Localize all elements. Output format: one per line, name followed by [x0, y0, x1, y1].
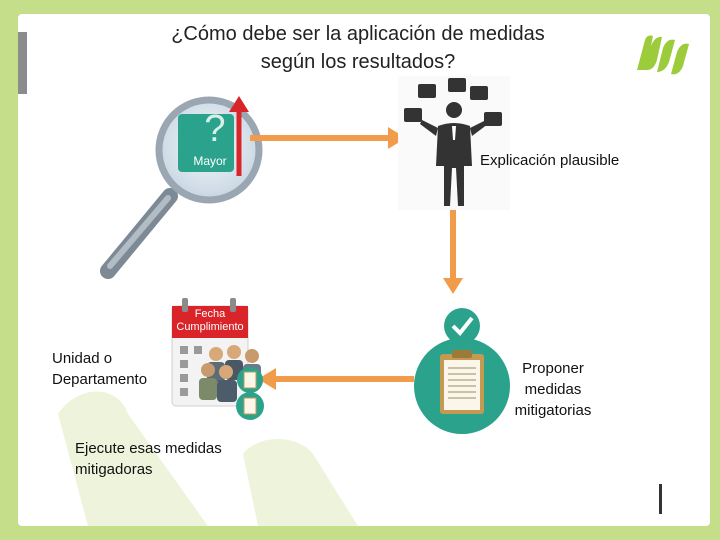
person-speech-bubbles-icon: [398, 76, 510, 210]
label-ejecute-line-1: Ejecute esas medidas: [75, 438, 222, 459]
title-line-1: ¿Cómo debe ser la aplicación de medidas: [118, 20, 598, 48]
label-unidad-line-1: Unidad o: [52, 348, 147, 369]
left-accent-bar: [18, 32, 27, 94]
mayor-label: Mayor: [180, 154, 240, 168]
label-explicacion: Explicación plausible: [480, 150, 619, 171]
label-ejecute: Ejecute esas medidas mitigadoras: [75, 438, 222, 480]
slide: ¿Cómo debe ser la aplicación de medidas …: [18, 14, 710, 526]
label-ejecute-line-2: mitigadoras: [75, 459, 222, 480]
arrow-head-down-icon: [443, 278, 463, 296]
arrow-to-proposal: [450, 210, 456, 282]
label-proponer-line-3: mitigatorias: [498, 400, 608, 421]
label-proponer: Proponer medidas mitigatorias: [498, 358, 608, 421]
label-proponer-line-2: medidas: [498, 379, 608, 400]
magnifier-question-icon: [88, 86, 268, 286]
label-proponer-line-1: Proponer: [498, 358, 608, 379]
text-cursor-bar: [659, 484, 662, 514]
calendar-header: Fecha Cumplimiento: [168, 308, 252, 334]
brand-logo-icon: [635, 30, 691, 76]
label-unidad-line-2: Departamento: [52, 369, 147, 390]
label-unidad: Unidad o Departamento: [52, 348, 147, 390]
arrow-to-explanation: [250, 135, 392, 141]
calendar-header-line-2: Cumplimiento: [168, 321, 252, 334]
slide-title: ¿Cómo debe ser la aplicación de medidas …: [118, 20, 598, 76]
calendar-header-line-1: Fecha: [168, 308, 252, 321]
arrow-to-unit: [272, 376, 414, 382]
question-mark: ?: [196, 110, 234, 148]
title-line-2: según los resultados?: [118, 48, 598, 76]
